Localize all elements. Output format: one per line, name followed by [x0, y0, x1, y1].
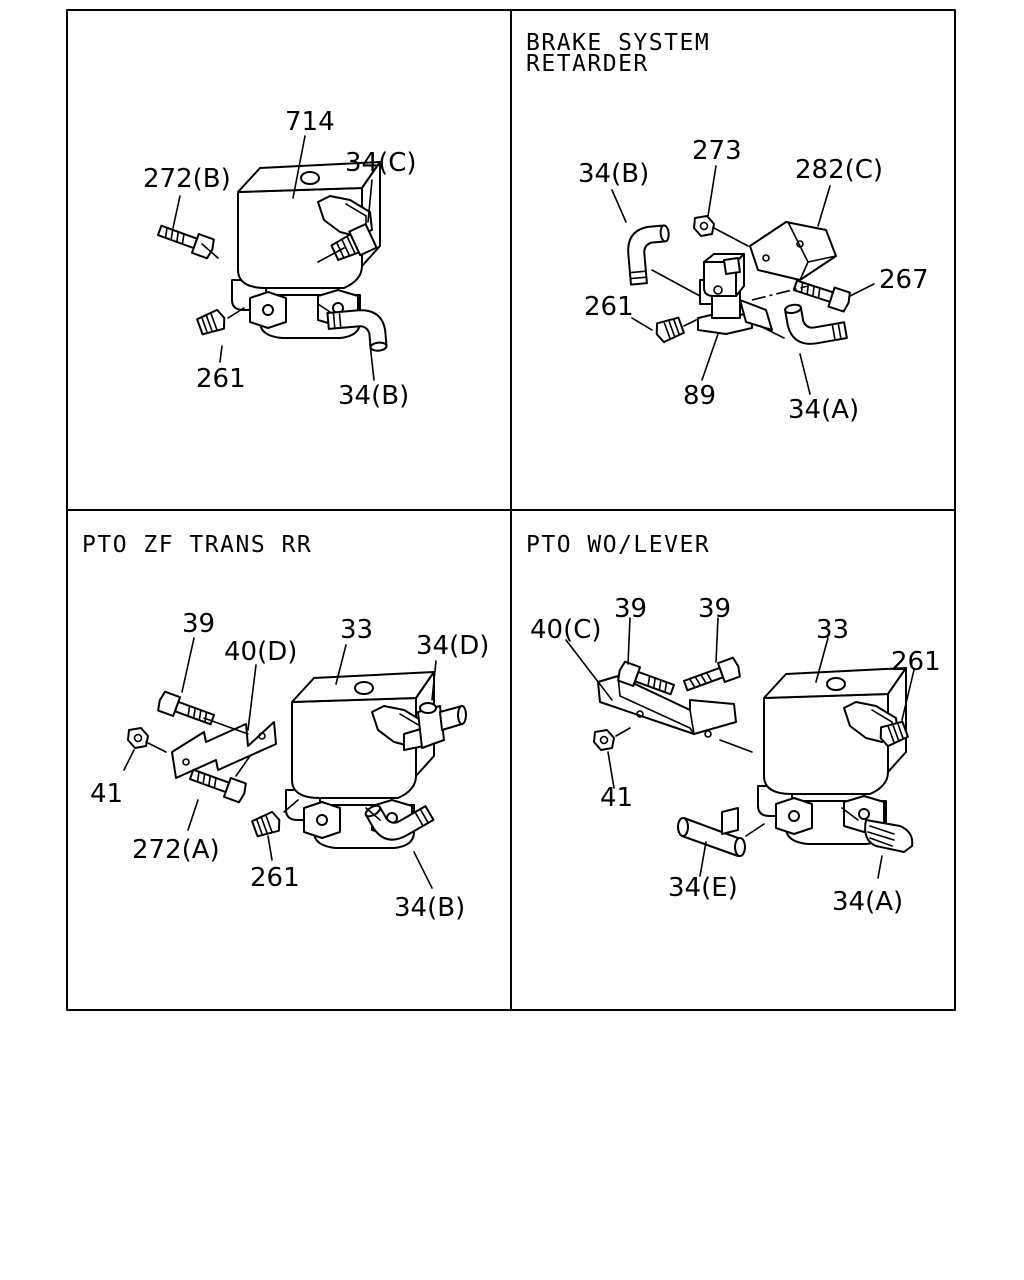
bracket-282c — [749, 221, 837, 281]
label-34c: 34(C) — [345, 148, 417, 178]
panel-3: PTO ZF TRANS RR — [82, 532, 489, 923]
bracket-40c — [597, 675, 737, 738]
connector-34a — [864, 819, 914, 853]
label-34a: 34(A) — [788, 395, 859, 425]
label-41: 41 — [600, 783, 633, 813]
panel-2: BRAKE SYSTEM RETARDER — [526, 30, 929, 425]
plug-261-pto — [250, 809, 284, 840]
label-272b: 272(B) — [143, 164, 231, 194]
nut-273 — [693, 215, 715, 237]
retarder-valve-89 — [697, 253, 773, 335]
label-33: 33 — [340, 615, 373, 645]
label-261: 261 — [250, 863, 300, 893]
tee-connector-34d — [403, 702, 467, 751]
label-41: 41 — [90, 779, 123, 809]
label-267: 267 — [879, 265, 929, 295]
bolt-272b — [155, 220, 217, 260]
label-34e: 34(E) — [668, 873, 738, 903]
label-39-left: 39 — [614, 594, 647, 624]
label-272a: 272(A) — [132, 835, 220, 865]
panel-grid — [66, 9, 956, 1011]
label-714: 714 — [285, 107, 335, 137]
label-34b: 34(B) — [394, 893, 465, 923]
label-34b: 34(B) — [578, 159, 649, 189]
nut-41 — [593, 729, 615, 751]
bolt-39 — [155, 690, 217, 730]
plug-261 — [195, 307, 229, 338]
label-261: 261 — [891, 647, 941, 677]
panel-1: 714 272(B) 34(C) 261 34(B) — [143, 107, 417, 411]
tee-connector-34e — [677, 807, 746, 857]
label-40c: 40(C) — [530, 615, 602, 645]
label-34a: 34(A) — [832, 887, 903, 917]
label-40d: 40(D) — [224, 637, 297, 667]
label-261: 261 — [584, 292, 634, 322]
leader-lines — [565, 617, 915, 879]
label-273: 273 — [692, 136, 742, 166]
label-34d: 34(D) — [416, 631, 489, 661]
label-39: 39 — [182, 609, 215, 639]
plug-261-retarder — [652, 314, 686, 345]
centerline — [751, 285, 809, 301]
bolt-39-right — [681, 656, 743, 696]
elbow-34b-retarder — [625, 224, 674, 286]
label-261: 261 — [196, 364, 246, 394]
nut-41 — [127, 727, 149, 749]
label-34b: 34(B) — [338, 381, 409, 411]
panel-4: PTO WO/LEVER — [526, 532, 941, 917]
solenoid-valve-33 — [757, 667, 907, 845]
label-33: 33 — [816, 615, 849, 645]
label-282c: 282(C) — [795, 155, 883, 185]
label-39-right: 39 — [698, 594, 731, 624]
leader-lines — [123, 637, 437, 889]
bracket-40d — [171, 721, 277, 779]
panel-2-title-line-2: RETARDER — [526, 51, 649, 77]
panel-3-title: PTO ZF TRANS RR — [82, 532, 312, 558]
leader-lines — [172, 135, 375, 381]
label-89: 89 — [683, 381, 716, 411]
panel-4-title: PTO WO/LEVER — [526, 532, 710, 558]
leader-lines — [611, 165, 875, 395]
panel-2-title-line-1: BRAKE SYSTEM — [526, 30, 710, 56]
